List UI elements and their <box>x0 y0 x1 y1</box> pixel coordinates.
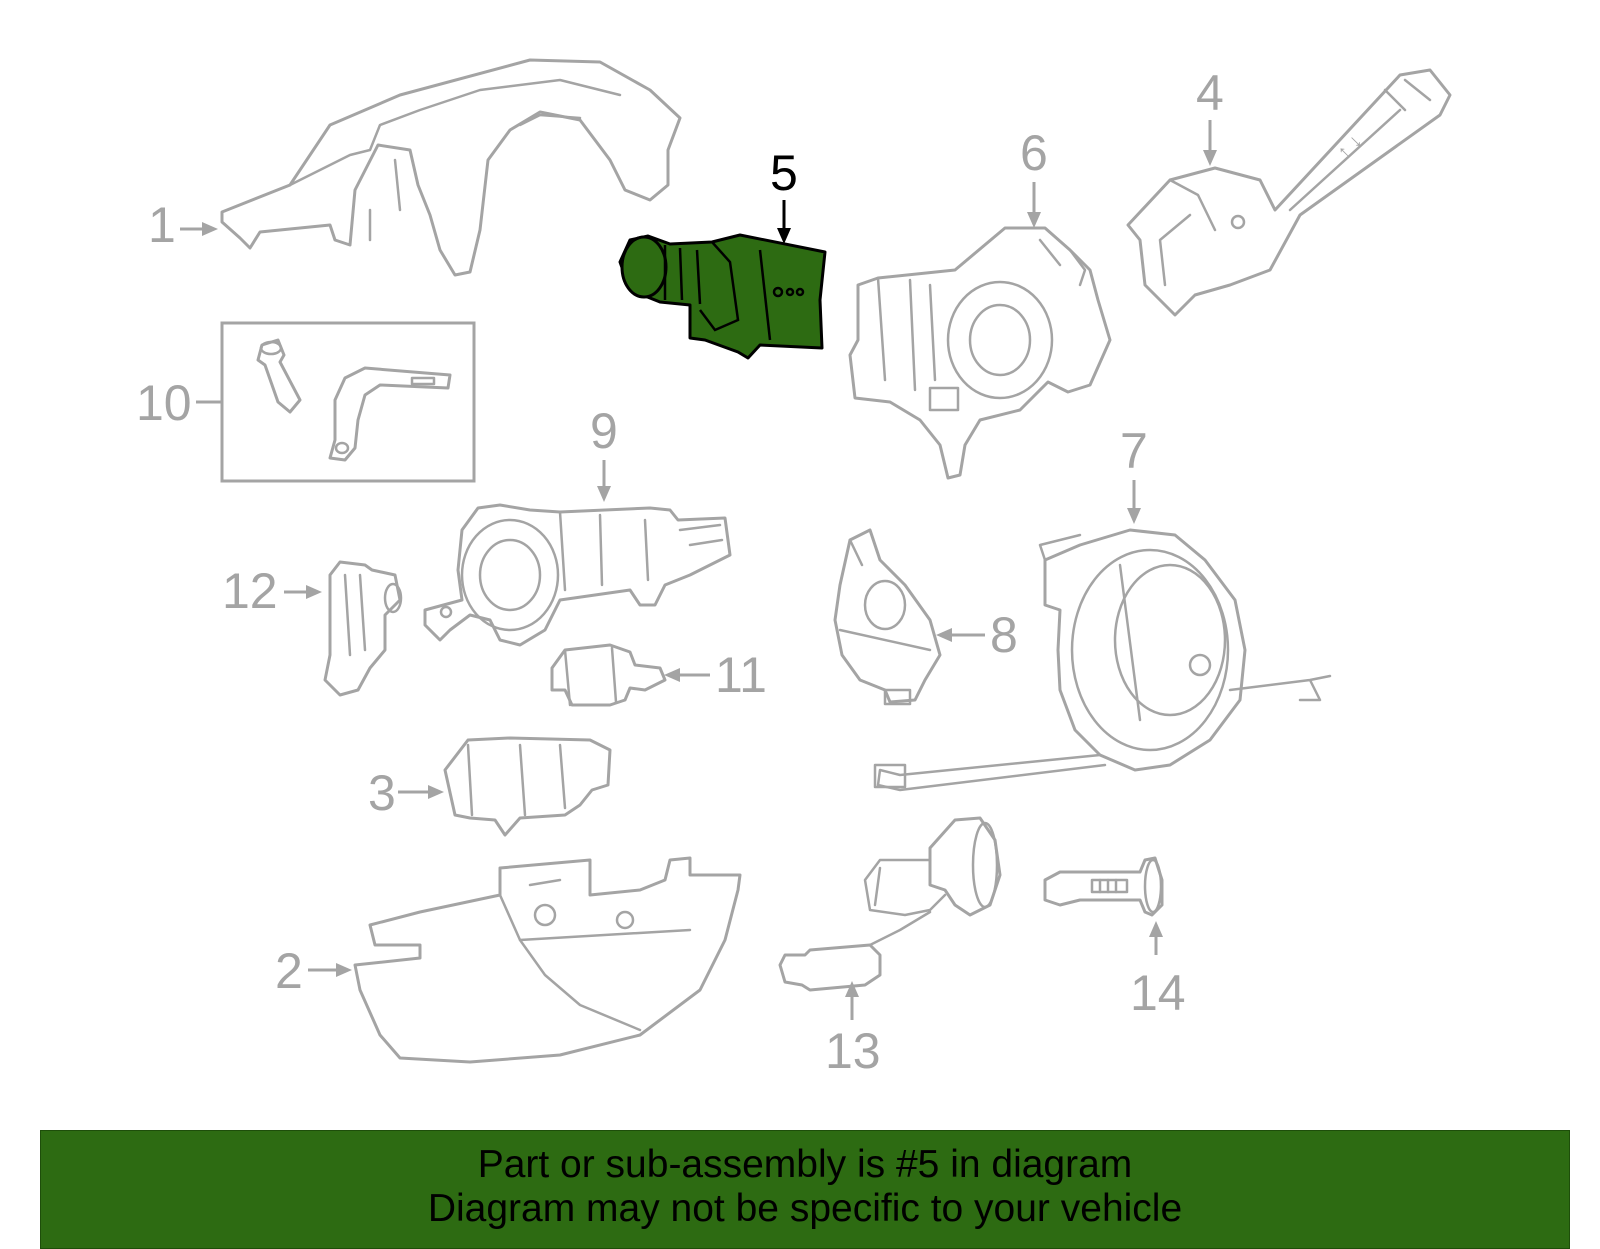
parts-diagram: 1 ↑ ↓ 4 5 6 <box>136 58 1452 1079</box>
callout-3: 3 <box>368 765 444 821</box>
part-8-sensor-module[interactable] <box>833 528 942 706</box>
part-1-upper-shroud[interactable] <box>220 58 682 277</box>
callout-14: 14 <box>1130 921 1186 1021</box>
banner-part-line: Part or sub-assembly is #5 in diagram <box>477 1143 1133 1186</box>
svg-text:5: 5 <box>770 145 798 201</box>
svg-text:12: 12 <box>222 563 278 619</box>
callout-11: 11 <box>664 647 767 703</box>
svg-text:3: 3 <box>368 765 396 821</box>
svg-text:6: 6 <box>1020 125 1048 181</box>
banner-disclaimer-line: Diagram may not be specific to your vehi… <box>427 1187 1183 1230</box>
svg-text:10: 10 <box>136 375 192 431</box>
part-13-wiring-harness[interactable] <box>778 816 1002 992</box>
part-11-sensor[interactable] <box>550 643 667 707</box>
callout-13: 13 <box>825 981 881 1079</box>
part-14-connector[interactable] <box>1043 856 1164 917</box>
callout-5: 5 <box>770 145 798 244</box>
info-banner: Part or sub-assembly is #5 in diagram Di… <box>40 1130 1570 1249</box>
callout-12: 12 <box>222 563 322 619</box>
callout-10: 10 <box>136 375 222 431</box>
callout-2: 2 <box>275 943 352 999</box>
svg-text:14: 14 <box>1130 965 1186 1021</box>
part-12-switch[interactable] <box>323 560 403 697</box>
part-2-lower-shroud[interactable] <box>353 856 742 1064</box>
callout-8: 8 <box>936 607 1018 663</box>
callout-6: 6 <box>1020 125 1048 228</box>
svg-text:4: 4 <box>1196 65 1224 121</box>
callout-7: 7 <box>1120 423 1148 524</box>
svg-text:9: 9 <box>590 403 618 459</box>
part-3-bracket[interactable] <box>443 736 612 837</box>
part-10-hardware-kit[interactable] <box>220 321 476 483</box>
callout-4: 4 <box>1196 65 1224 166</box>
part-7-clockspring[interactable] <box>873 528 1332 792</box>
svg-text:13: 13 <box>825 1023 881 1079</box>
svg-text:1: 1 <box>148 197 176 253</box>
part-6-switch-housing[interactable] <box>848 226 1112 480</box>
svg-text:8: 8 <box>990 607 1018 663</box>
svg-text:11: 11 <box>715 647 767 703</box>
svg-text:7: 7 <box>1120 423 1148 479</box>
callout-9: 9 <box>590 403 618 502</box>
svg-text:2: 2 <box>275 943 303 999</box>
part-4-wiper-switch[interactable]: ↑ ↓ <box>1126 68 1452 317</box>
callout-1: 1 <box>148 197 218 253</box>
part-5-turn-signal-switch[interactable] <box>618 233 827 360</box>
part-9-lock-housing[interactable] <box>423 503 732 647</box>
